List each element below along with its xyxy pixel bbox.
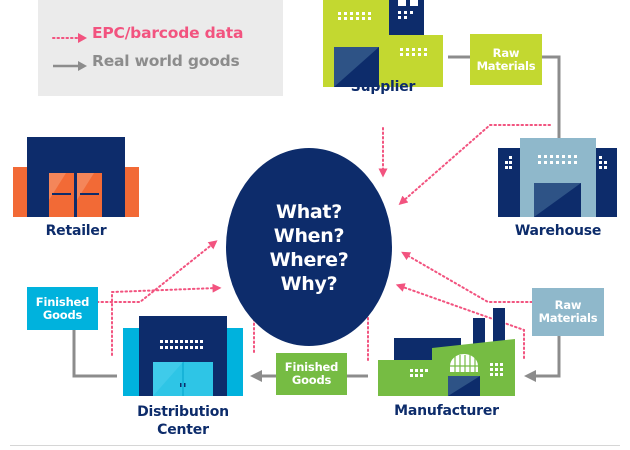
solid-arrow-icon (52, 57, 88, 71)
box-line1: Raw (492, 45, 520, 60)
legend: EPC/barcode data Real world goods (38, 0, 283, 96)
legend-goods-row: Real world goods (52, 52, 240, 71)
distribution-label-line2: Center (157, 422, 209, 438)
center-questions: What? When? Where? Why? (226, 150, 392, 346)
epc-line-warehouse-top (398, 124, 551, 205)
supplier-building-icon (323, 0, 443, 87)
raw-materials-box-supplier: Raw Materials (470, 34, 542, 85)
retailer-building-icon (13, 137, 139, 217)
box-line1: Raw (554, 298, 582, 312)
center-question-circle (226, 148, 392, 346)
legend-goods-label: Real world goods (92, 52, 240, 70)
box-line2: Goods (291, 373, 332, 387)
epc-data-lines (87, 124, 551, 361)
question-what: What? (276, 201, 342, 223)
epc-line-warehouse-bottom (401, 251, 551, 303)
epc-line-distribution-left (111, 283, 222, 356)
question-when: When? (273, 225, 345, 247)
warehouse-label: Warehouse (514, 223, 602, 239)
epc-line-retailer (87, 240, 218, 303)
retailer-label: Retailer (45, 223, 107, 239)
raw-materials-box-warehouse: Raw Materials (532, 288, 604, 336)
bottom-divider (10, 445, 620, 446)
box-line1: Finished (35, 294, 90, 309)
epc-line-manufacturer-right (395, 283, 525, 359)
distribution-building-icon (123, 316, 243, 396)
legend-epc-row: EPC/barcode data (52, 24, 244, 43)
legend-epc-label: EPC/barcode data (92, 24, 244, 42)
manufacturer-label: Manufacturer (394, 403, 499, 419)
manufacturer-building-icon (378, 308, 515, 396)
box-line2: Materials (476, 58, 536, 73)
dotted-arrow-icon (52, 29, 88, 43)
distribution-center-label: Distribution Center (113, 403, 253, 439)
question-why: Why? (280, 273, 338, 295)
box-line1: Finished (284, 360, 339, 374)
supplier-label: Supplier (350, 79, 416, 95)
box-line2: Goods (42, 307, 83, 322)
finished-goods-box-manufacturer: Finished Goods (276, 353, 347, 395)
question-where: Where? (269, 249, 349, 271)
finished-goods-box-distribution: Finished Goods (27, 287, 98, 330)
goods-line-distribution-retailer (68, 302, 117, 378)
distribution-label-line1: Distribution (137, 404, 229, 420)
box-line2: Materials (538, 311, 598, 325)
warehouse-building-icon (498, 138, 617, 217)
